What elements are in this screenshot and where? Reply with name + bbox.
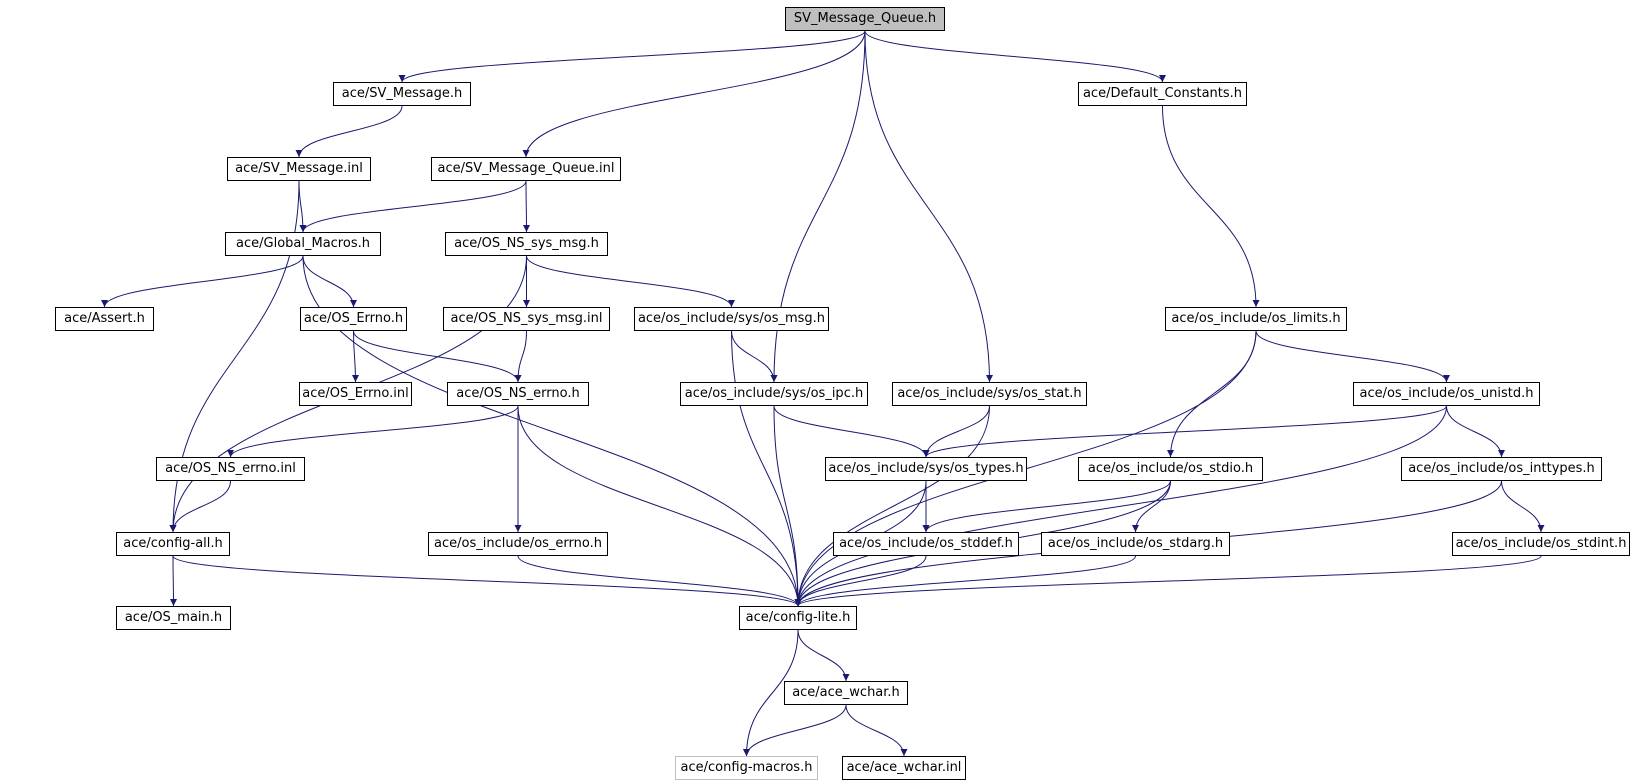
node-acewchar[interactable]: ace/ace_wchar.h [784, 681, 908, 705]
edge-inttypes-to-stdint [1501, 480, 1545, 533]
edge-root-to-osstat [864, 30, 993, 383]
edge-unistd-to-ostypes [922, 405, 1447, 458]
edge-unistd-to-configlite [794, 405, 1447, 607]
node-ostypes[interactable]: ace/os_include/sys/os_types.h [825, 457, 1027, 481]
node-acewcharinl[interactable]: ace/ace_wchar.inl [842, 756, 966, 780]
edge-oserrnoh-to-configlite [517, 555, 802, 607]
node-stdint[interactable]: ace/os_include/os_stdint.h [1452, 532, 1630, 556]
node-stddef[interactable]: ace/os_include/os_stddef.h [833, 532, 1019, 556]
node-stdarg[interactable]: ace/os_include/os_stdarg.h [1041, 532, 1230, 556]
edge-acewchar-to-configmacros [743, 704, 847, 757]
node-nserrno[interactable]: ace/OS_NS_errno.h [447, 382, 589, 406]
edge-osipc-to-configlite [773, 405, 802, 607]
node-gmacros[interactable]: ace/Global_Macros.h [225, 232, 381, 256]
node-oserrnoh[interactable]: ace/os_include/os_errno.h [428, 532, 608, 556]
edge-nssysmsg-to-osmsg [526, 255, 735, 308]
edge-root-to-svmsg [398, 30, 866, 83]
edge-osipc-to-ostypes [773, 405, 930, 458]
edge-oserrno-to-nserrno [353, 330, 522, 383]
edge-limits-to-stdio [1167, 330, 1257, 458]
edge-acewchar-to-acewcharinl [845, 704, 908, 757]
edge-stdio-to-stdarg [1132, 480, 1171, 533]
edge-gmacros-to-assert [101, 255, 304, 308]
edge-nserrno-to-configlite [517, 405, 802, 607]
node-osmsg[interactable]: ace/os_include/sys/os_msg.h [634, 307, 829, 331]
node-nserrnoinl[interactable]: ace/OS_NS_errno.inl [156, 457, 305, 481]
edge-configlite-to-acewchar [797, 629, 850, 682]
edge-limits-to-unistd [1255, 330, 1450, 383]
node-unistd[interactable]: ace/os_include/os_unistd.h [1353, 382, 1540, 406]
edge-osstat-to-ostypes [922, 405, 990, 458]
node-inttypes[interactable]: ace/os_include/os_inttypes.h [1401, 457, 1602, 481]
edge-stdio-to-stddef [922, 480, 1171, 533]
edge-stdarg-to-configlite [794, 555, 1136, 607]
edge-svmsg-to-svmsginl [295, 105, 403, 158]
edge-unistd-to-inttypes [1446, 405, 1505, 458]
edge-oserrno-to-oserrnoinl [351, 330, 359, 383]
edge-limits-to-configlite [794, 330, 1257, 607]
edge-osmsg-to-osipc [731, 330, 778, 383]
node-svqinl[interactable]: ace/SV_Message_Queue.inl [431, 157, 621, 181]
node-osipc[interactable]: ace/os_include/sys/os_ipc.h [680, 382, 868, 406]
node-svmsg[interactable]: ace/SV_Message.h [333, 82, 471, 106]
node-osmain[interactable]: ace/OS_main.h [116, 606, 231, 630]
node-nssysmsg[interactable]: ace/OS_NS_sys_msg.h [445, 232, 608, 256]
node-configall[interactable]: ace/config-all.h [116, 532, 230, 556]
node-configlite[interactable]: ace/config-lite.h [739, 606, 857, 630]
edge-stddef-to-configlite [794, 555, 927, 607]
edge-configall-to-osmain [169, 555, 177, 607]
node-oserrno[interactable]: ace/OS_Errno.h [300, 307, 407, 331]
node-svmsginl[interactable]: ace/SV_Message.inl [227, 157, 371, 181]
edge-svqinl-to-nssysmsg [522, 180, 530, 233]
node-stdio[interactable]: ace/os_include/os_stdio.h [1078, 457, 1263, 481]
edge-svmsginl-to-gmacros [298, 180, 307, 233]
node-root[interactable]: SV_Message_Queue.h [785, 7, 945, 31]
edge-root-to-defconst [864, 30, 1166, 83]
edge-osstat-to-configlite [794, 405, 990, 607]
node-configmacros[interactable]: ace/config-macros.h [675, 756, 818, 780]
edge-stdint-to-configlite [794, 555, 1542, 607]
node-oserrnoinl[interactable]: ace/OS_Errno.inl [299, 382, 412, 406]
edge-root-to-svqinl [522, 30, 866, 158]
edge-osmsg-to-configlite [731, 330, 802, 607]
edge-configlite-to-configmacros [743, 629, 799, 757]
edge-nserrnoinl-to-configall [169, 480, 231, 533]
edge-gmacros-to-oserrno [302, 255, 357, 308]
node-defconst[interactable]: ace/Default_Constants.h [1078, 82, 1247, 106]
edge-defconst-to-limits [1162, 105, 1260, 308]
edge-nserrno-to-nserrnoinl [227, 405, 519, 458]
node-assert[interactable]: ace/Assert.h [55, 307, 154, 331]
edge-configall-to-configlite [172, 555, 802, 607]
edge-svqinl-to-gmacros [299, 180, 527, 233]
node-limits[interactable]: ace/os_include/os_limits.h [1165, 307, 1347, 331]
edge-nssysmsginl-to-nserrno [514, 330, 527, 383]
node-nssysmsginl[interactable]: ace/OS_NS_sys_msg.inl [443, 307, 610, 331]
node-osstat[interactable]: ace/os_include/sys/os_stat.h [892, 382, 1087, 406]
